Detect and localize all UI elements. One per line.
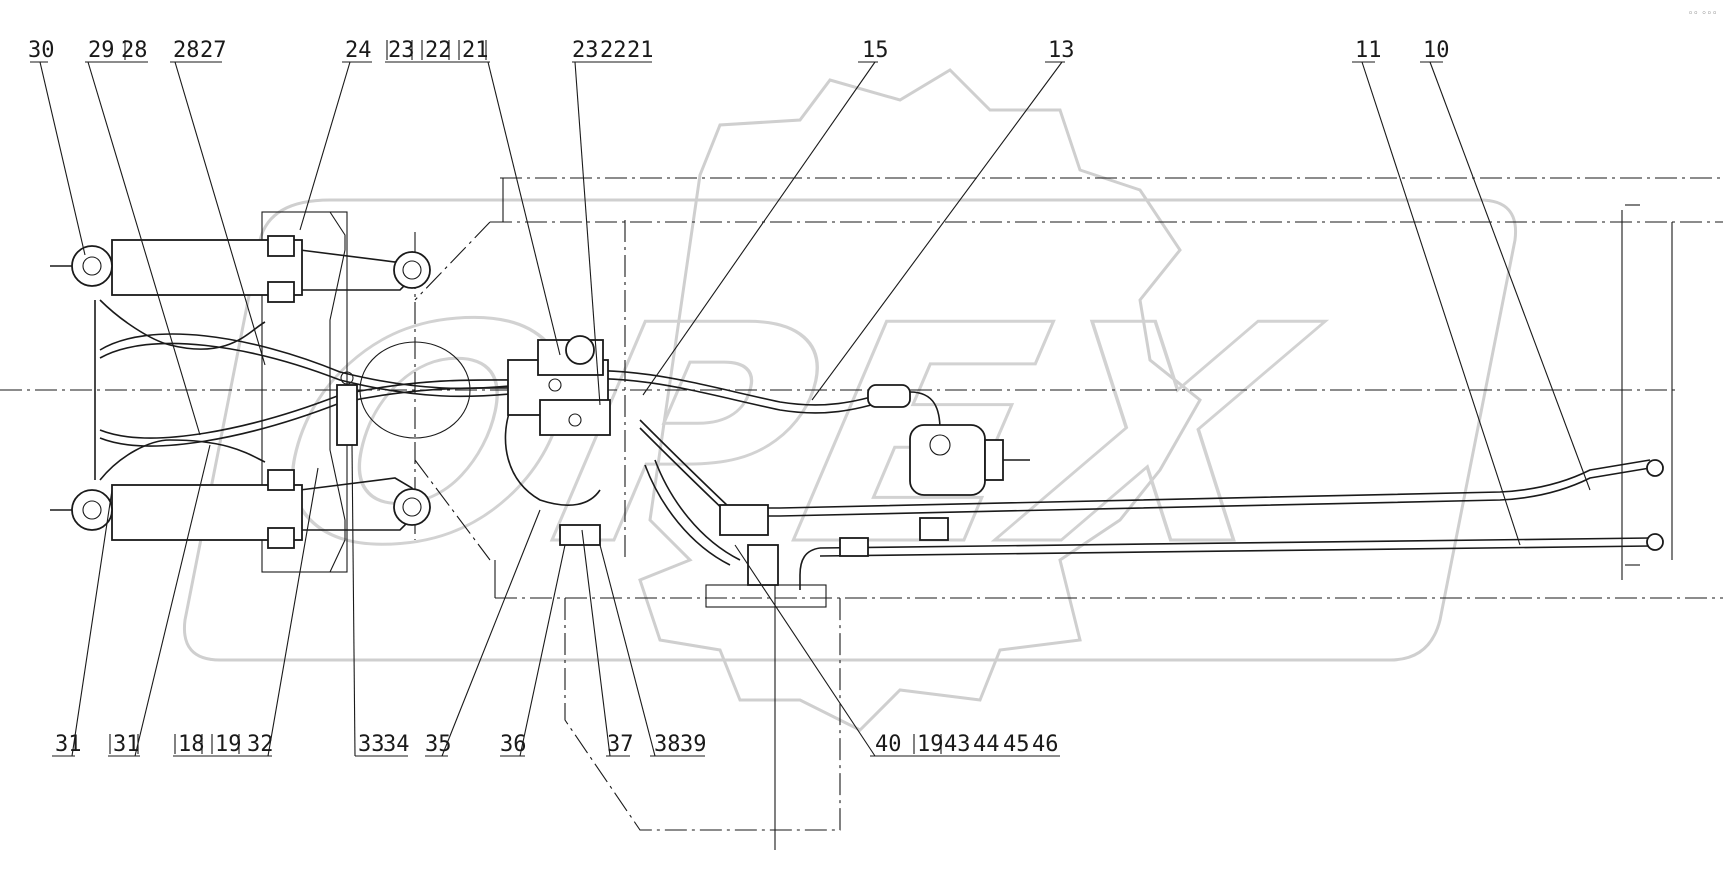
callout-19a: 19 [215,732,242,757]
callout-10: 10 [1423,38,1450,63]
watermark: OPEX [182,68,1518,732]
callout-36: 36 [500,732,527,757]
callout-leaders [30,61,1591,757]
corner-mark: ◦◦ ◦◦◦ [1688,9,1717,19]
steering-cylinders [50,235,303,549]
hose-valve-down-b [644,464,731,566]
lower-cylinder-eye [71,489,113,531]
callout-38: 38 [654,732,681,757]
callout-13: 13 [1048,38,1075,63]
callout-31b: 31 [113,732,140,757]
upper-kingpin [393,251,431,289]
callout-15: 15 [862,38,889,63]
callout-labels: 30 29 28 28 27 24 23 22 21 23 22 21 15 1… [28,38,1450,757]
pump-inlet [929,434,951,456]
pipe-clamp [839,537,869,557]
upper-cylinder-pin [82,256,102,276]
pipe-11 [819,537,1651,549]
callout-33: 33 [358,732,385,757]
lower-port-fitting-b [267,527,295,549]
pipe-clamp-2 [919,517,949,541]
watermark-text: OPEX [250,261,1338,611]
axle-bracket-profile [329,211,346,573]
hose-valve-down [654,459,741,561]
tank-phantom-outline [564,598,841,831]
callout-11: 11 [1355,38,1382,63]
hose-upper-cross-b [99,342,521,398]
hose-upper-cylinder [99,299,266,350]
callout-37: 37 [607,732,634,757]
steering-valve-plug [565,335,595,365]
callout-23a: 23 [388,38,415,63]
callout-29: 29 [88,38,115,63]
callout-18: 18 [178,732,205,757]
valve-port-1 [548,378,562,392]
hose-15-sleeve [867,384,911,408]
callout-22a: 22 [425,38,452,63]
hydraulic-pump [909,424,986,496]
hose-15-supply [559,369,891,406]
watermark-gear [638,68,1202,732]
support-clamp [336,384,358,446]
callout-21a: 21 [462,38,489,63]
hose-15-supply-b [559,377,891,414]
hose-valve-loop [504,409,601,506]
callout-46: 46 [1032,732,1059,757]
bracket-ticks [109,40,942,754]
callout-27: 27 [200,38,227,63]
valve-port-2 [568,413,582,427]
components [336,335,1030,586]
lower-cylinder-pin [82,500,102,520]
upper-kingpin-bore [402,260,422,280]
callout-22b: 22 [600,38,627,63]
pipe-10-end-fitting [1646,459,1664,477]
lower-kingpin [393,488,431,526]
pump-flange [984,439,1004,481]
pipe-11-b [819,545,1651,557]
callout-23b: 23 [572,38,599,63]
support-clamp-bolt [340,371,354,385]
frame-taper-lower [414,459,491,561]
callout-43: 43 [944,732,971,757]
pipe-11-elbow [799,547,821,590]
callout-44: 44 [973,732,1000,757]
callout-40: 40 [875,732,902,757]
callout-19b: 19 [917,732,944,757]
callout-24: 24 [345,38,372,63]
callout-30: 30 [28,38,55,63]
callout-21b: 21 [627,38,654,63]
upper-port-fitting-b [267,281,295,303]
callout-35: 35 [425,732,452,757]
callout-32: 32 [247,732,274,757]
pipe-11-end-fitting [1646,533,1664,551]
hose-lower-cylinder [99,439,266,481]
callout-28b: 28 [173,38,200,63]
upper-cylinder-eye [71,245,113,287]
frame-taper-upper [414,221,491,301]
callout-31a: 31 [55,732,82,757]
valve-bracket [559,524,601,546]
relief-valve [747,544,779,586]
upper-port-fitting-a [267,235,295,257]
watermark-badge [182,198,1518,662]
steering-valve-block [539,399,611,436]
flow-divider [719,504,769,536]
callout-39: 39 [680,732,707,757]
centre-pivot-boss [359,341,471,439]
callout-45: 45 [1003,732,1030,757]
lower-port-fitting-a [267,469,295,491]
lower-kingpin-bore [402,497,422,517]
callout-34: 34 [383,732,410,757]
